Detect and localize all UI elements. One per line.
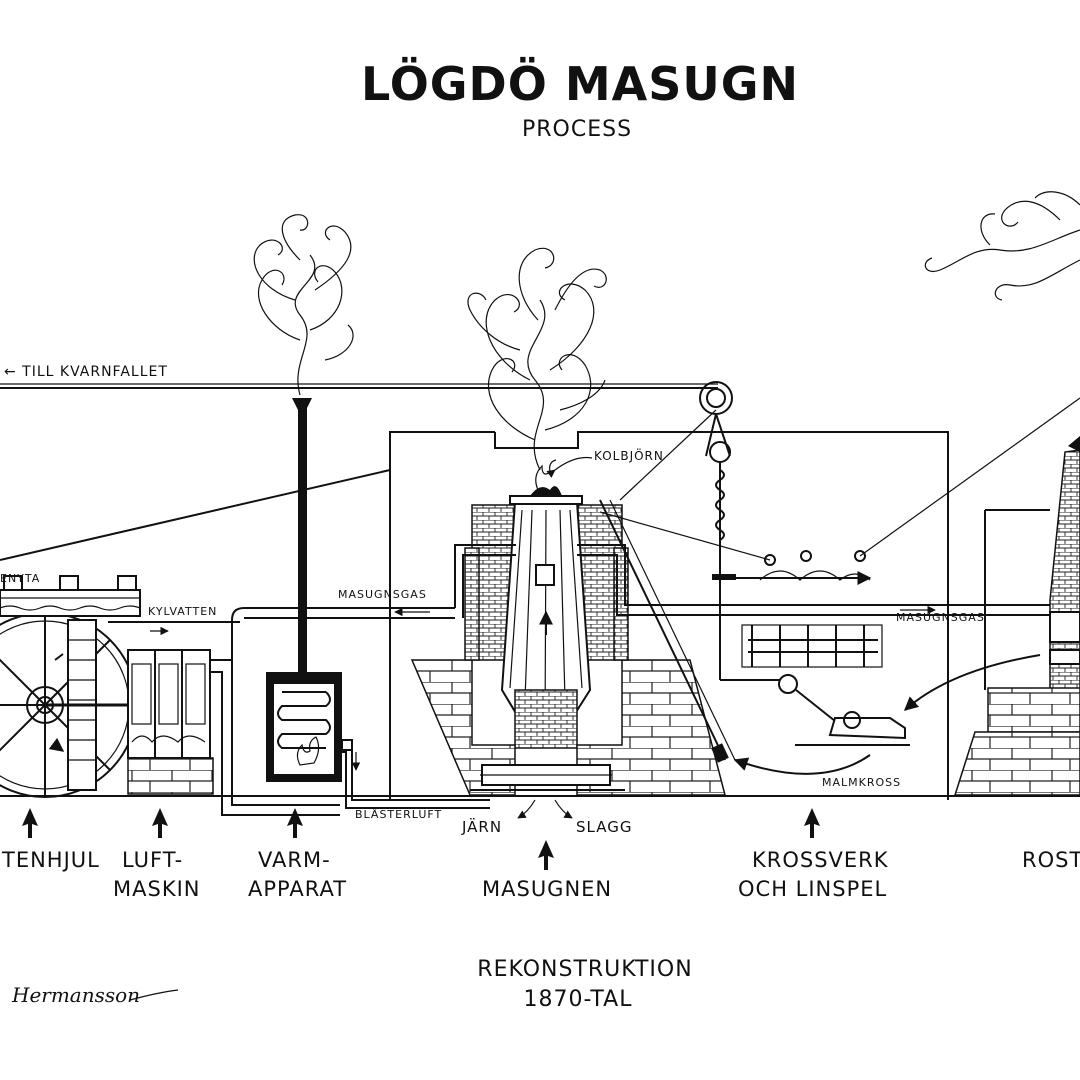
smoke-swirl-icon (253, 214, 354, 396)
station-label-line2: OCH LINSPEL (738, 877, 887, 901)
station-label-line2: APPARAT (248, 877, 347, 901)
station-label-line1: ROST (1022, 848, 1080, 872)
chimney (292, 398, 312, 674)
station-label-line2: MASKIN (113, 877, 201, 901)
station-label-line1: VARM- (258, 848, 331, 872)
station-label-line1: KROSSVERK (752, 848, 889, 872)
crusher-and-winch (599, 381, 1080, 775)
station-label-line1: TENHJUL (1, 848, 100, 872)
diagram-title: LÖGDÖ MASUGN (361, 57, 799, 111)
cable-line (0, 383, 718, 389)
label-jarn: JÄRN (461, 817, 502, 836)
station-label-line2: MASUGNEN (482, 877, 612, 901)
blast-furnace (410, 459, 726, 796)
slag-outflow-arrow (554, 799, 573, 819)
label-slagg: SLAGG (576, 818, 632, 836)
label-malmkross: MALMKROSS (822, 776, 901, 789)
label-masugnsgas-left: MASUGNSGAS (338, 588, 427, 601)
footer-line2: 1870-TAL (524, 987, 633, 1012)
label-kolbjorn: KOLBJÖRN (594, 447, 664, 463)
hoist-incline (599, 409, 736, 763)
footer-line1: REKONSTRUKTION (477, 957, 692, 982)
up-arrow-icon (22, 808, 820, 870)
label-blasterluft: BLÄSTERLUFT (355, 808, 442, 821)
cooling-water-pipe (108, 621, 240, 636)
furnace-gas-pipe (454, 544, 1050, 618)
station-labels: TENHJUL LUFT- MASKIN VARM- APPARAT MASUG… (1, 848, 1080, 901)
label-masugnsgas-right: MASUGNSGAS (896, 611, 985, 624)
water-wheel (0, 612, 138, 798)
hot-blast-stove (266, 672, 353, 782)
signature: Hermansson (11, 983, 179, 1007)
signature-text: Hermansson (11, 983, 140, 1007)
label-renyta: ENYTA (0, 572, 40, 585)
iron-outflow-arrow (517, 799, 536, 819)
blast-air-duct-inner (340, 751, 490, 809)
label-till-kvarnfallet: ← TILL KVARNFALLET (4, 364, 168, 380)
roasting-oven (953, 436, 1080, 796)
furnace-house-frame (0, 431, 1080, 800)
air-machine (127, 649, 214, 795)
label-kylvatten: KYLVATTEN (148, 605, 217, 618)
air-duct (210, 607, 455, 816)
kolbjorn-pointer (546, 456, 593, 478)
smoke-swirl-icon (467, 247, 607, 471)
water-channel (0, 575, 141, 617)
station-label-line1: LUFT- (122, 848, 183, 872)
diagram-subtitle: PROCESS (522, 117, 632, 142)
smoke-swirl-icon (924, 191, 1080, 301)
